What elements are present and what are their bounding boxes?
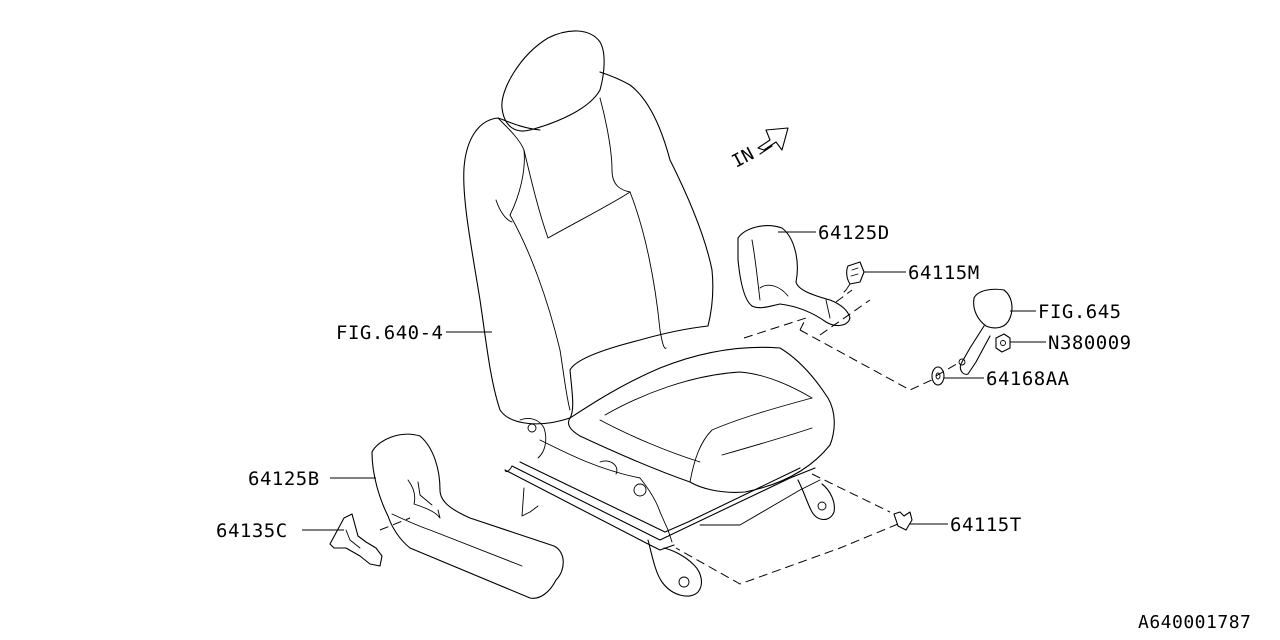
diagram-code: A640001787 <box>1138 612 1251 633</box>
leader-lines <box>302 231 1046 531</box>
washer-64168AA <box>931 366 945 386</box>
cover-64135C <box>329 513 383 567</box>
callout-64125D[interactable]: 64125D <box>818 222 890 244</box>
clip-64115T <box>893 511 913 531</box>
nut-N380009 <box>995 333 1011 353</box>
headrest <box>501 30 605 132</box>
callout-64125B[interactable]: 64125B <box>248 468 320 490</box>
side-trim-right-64125D <box>737 225 851 327</box>
seat-rail-frame <box>504 461 816 551</box>
seatbelt-buckle-fig645 <box>958 288 1013 375</box>
callout-fig645[interactable]: FIG.645 <box>1038 301 1122 323</box>
seat-cushion <box>567 346 835 493</box>
side-trim-left-64125B <box>371 433 564 599</box>
callout-64115T[interactable]: 64115T <box>950 514 1022 536</box>
screw-64115M <box>843 261 865 293</box>
callout-N380009[interactable]: N380009 <box>1048 332 1132 354</box>
callout-64115M[interactable]: 64115M <box>908 262 980 284</box>
backrest <box>463 71 714 425</box>
in-direction-arrow-icon <box>757 127 789 155</box>
in-direction-label: IN <box>728 144 757 173</box>
callout-labels: FIG.640-4 64125D 64115M FIG.645 N380009 … <box>216 222 1251 633</box>
callout-64168AA[interactable]: 64168AA <box>986 368 1070 390</box>
front-seat-assembly <box>463 30 835 597</box>
assembly-dashed-lines <box>379 289 961 585</box>
callout-fig640-4[interactable]: FIG.640-4 <box>336 322 443 344</box>
in-direction-indicator: IN <box>728 127 789 173</box>
callout-64135C[interactable]: 64135C <box>216 520 288 542</box>
